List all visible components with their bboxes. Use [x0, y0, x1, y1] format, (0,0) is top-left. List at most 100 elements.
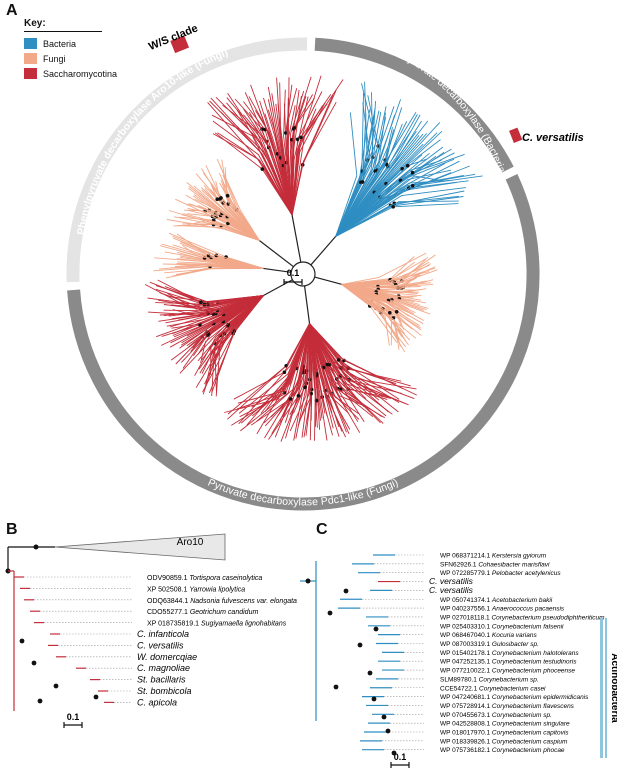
leaf-label-b: XP 502508.1 Yarrowia lipolytica: [147, 586, 245, 593]
branch: [335, 109, 371, 237]
branch: [236, 109, 293, 216]
scale-bar-c-label: 0.1: [394, 752, 407, 762]
bootstrap-node: [284, 131, 288, 135]
leaf-label-c: WP 050741374.1 Acetobacterium bakii: [440, 597, 553, 604]
bacteria-swatch: [24, 38, 37, 49]
leaf-label-b: St. bacillaris: [137, 675, 186, 685]
bootstrap-node: [336, 358, 341, 362]
bootstrap-node: [299, 135, 303, 140]
legend-item-bacteria: Bacteria: [24, 36, 136, 51]
leaf-label-c: WP 018339826.1 Corynebacterium caspium: [440, 738, 568, 745]
legend-item-saccharomycotina: Saccharomycotina: [24, 66, 136, 81]
bootstrap-node: [226, 221, 230, 226]
bootstrap-node: [396, 286, 400, 290]
branch: [309, 323, 380, 401]
node-c: [385, 728, 391, 734]
clade-stem-3: [314, 276, 342, 285]
node-c: [381, 714, 387, 720]
branch: [289, 323, 310, 432]
branch: [179, 295, 264, 374]
branch: [239, 323, 310, 418]
branch: [289, 90, 305, 216]
actinobacteria-bar-inner: [605, 618, 607, 758]
root-circle: [290, 261, 316, 287]
aro10-clade-label: Aro10: [177, 537, 204, 548]
bootstrap-node: [288, 397, 293, 401]
bootstrap-node: [360, 180, 365, 184]
branch: [202, 295, 264, 393]
branch: [244, 92, 293, 216]
leaf-label-c: WP 068467040.1 Kocuria varians: [440, 632, 537, 639]
branch: [335, 200, 459, 237]
leaf-label-c: CCE54722.1 Corynebacterium casei: [440, 685, 546, 692]
leaf-label-c: WP 075728914.1 Corynebacterium flavescen…: [440, 703, 575, 710]
leaf-label-c: SFN62926.1 Cohaesibacter marisflavi: [440, 561, 550, 568]
branch: [309, 323, 316, 441]
branch: [207, 102, 293, 216]
branch: [193, 185, 260, 241]
legend: Key: Bacteria Fungi Saccharomycotina: [24, 18, 136, 81]
ring-segment-pdc1: [67, 174, 540, 511]
node-b: [33, 544, 39, 550]
bootstrap-node: [292, 126, 297, 130]
legend-divider: [24, 31, 102, 32]
branch: [291, 101, 337, 216]
branch: [297, 323, 310, 426]
branch: [335, 132, 395, 237]
branch: [165, 267, 264, 279]
bootstrap-node: [199, 300, 203, 305]
branch: [159, 292, 264, 308]
c-versatilis-label: C. versatilis: [522, 132, 584, 144]
bootstrap-node: [391, 205, 396, 209]
node-b: [93, 694, 99, 700]
leaf-label-b: ODV90859.1 Tortispora caseinolytica: [147, 575, 262, 582]
bootstrap-node: [215, 197, 219, 201]
branch: [341, 252, 427, 285]
leaf-label-b: W. domercqiae: [137, 652, 197, 662]
branch: [279, 82, 293, 216]
node-b: [53, 683, 59, 689]
ws-clade-marker: [170, 35, 190, 54]
branch: [209, 295, 264, 369]
bootstrap-node: [388, 311, 392, 315]
legend-label-fungi: Fungi: [43, 53, 66, 64]
branch: [341, 271, 430, 285]
node-c: [343, 588, 349, 594]
bootstrap-node: [225, 193, 230, 198]
ring-segment-aro10: [66, 37, 308, 283]
bootstrap-node: [410, 170, 415, 175]
leaf-label-c: WP 025403310.1 Corynebacterium falsenii: [440, 623, 564, 630]
leaf-label-b: C. apicola: [137, 697, 177, 707]
tree-panel-c: WP 068371214.1 Kerstersia gyiorumSFN6292…: [300, 553, 617, 768]
branch: [286, 88, 298, 216]
node-c: [373, 626, 379, 632]
scale-bar-b-label: 0.1: [67, 712, 80, 722]
branch: [216, 158, 260, 241]
node-c: [367, 670, 373, 676]
ring-label-pdc-bacteria: Pyruvate decarboxylase (Bacteria): [400, 50, 509, 178]
clade-stem-4: [303, 285, 311, 324]
tree-panel-b: Aro10 ODV90859.1 Tortispora caseinolytic…: [5, 533, 297, 728]
branch: [171, 295, 264, 329]
branch: [221, 178, 260, 241]
bootstrap-node: [282, 370, 287, 375]
branch: [335, 175, 444, 237]
node-b: [19, 638, 25, 644]
legend-label-saccharomycotina: Saccharomycotina: [43, 68, 118, 79]
branch: [341, 284, 390, 346]
bootstrap-node: [394, 310, 399, 314]
branch: [309, 323, 404, 390]
bootstrap-node: [314, 398, 319, 403]
branch: [341, 284, 392, 346]
leaf-label-c: WP 015402178.1 Corynebacterium halotoler…: [440, 650, 579, 657]
clade-stem-1: [291, 214, 302, 263]
branch: [147, 295, 264, 316]
branch: [144, 284, 264, 308]
leaf-label-c: WP 075736182.1 Corynebacterium phocae: [440, 747, 565, 754]
fungi-swatch: [24, 53, 37, 64]
branch: [335, 187, 466, 237]
branch: [335, 174, 464, 237]
branch: [220, 111, 293, 216]
leaf-label-c: WP 077210022.1 Corynebacterium phoceense: [440, 668, 575, 675]
branch: [240, 323, 310, 432]
